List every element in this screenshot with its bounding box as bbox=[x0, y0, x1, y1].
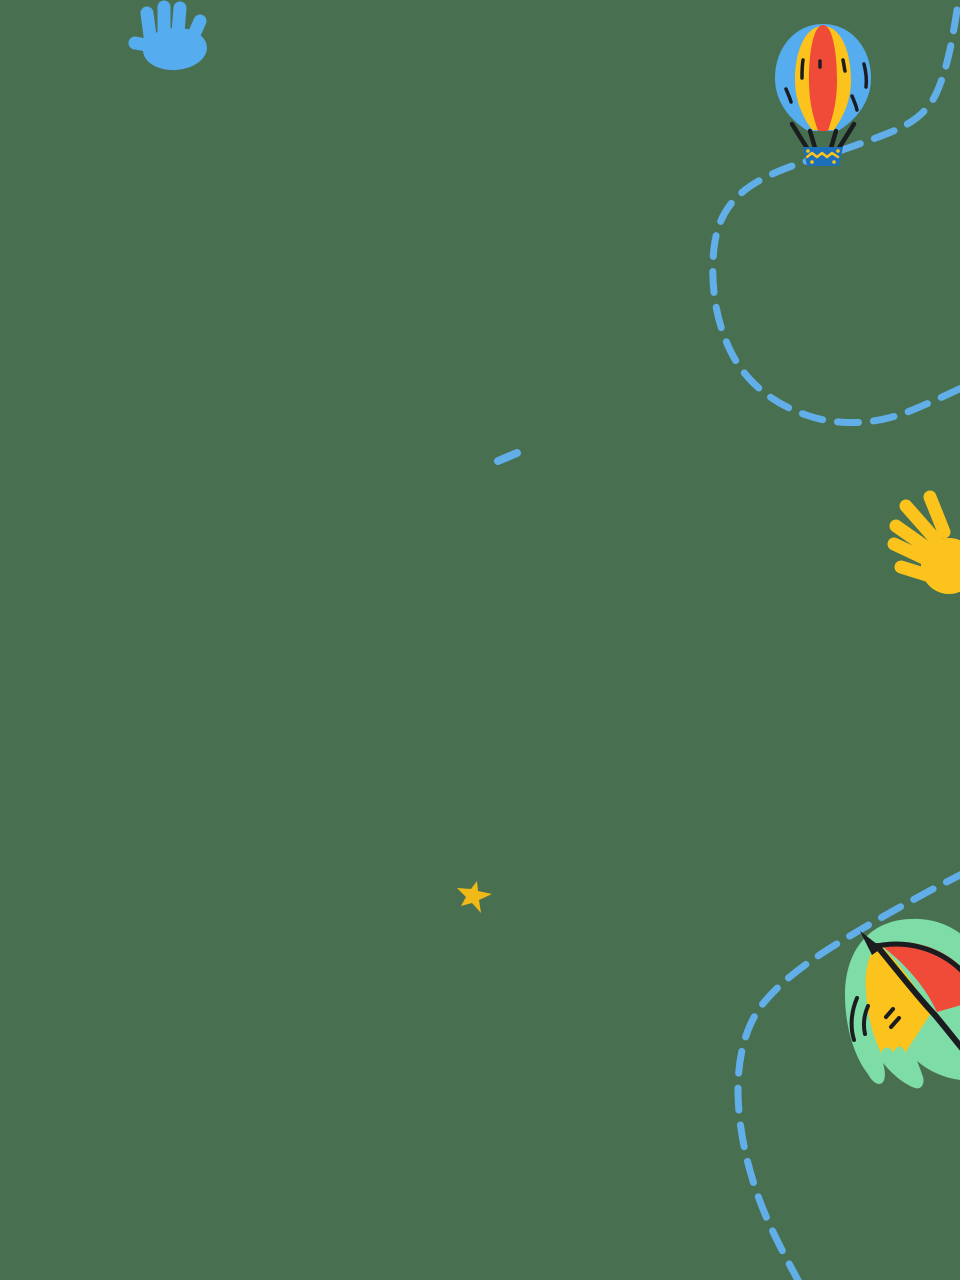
hot-air-balloon-icon bbox=[775, 24, 871, 166]
palm bbox=[921, 538, 960, 594]
basket-zigzag bbox=[805, 151, 840, 159]
balloon-seam-marks bbox=[784, 58, 869, 112]
umbrella-motion-lines bbox=[849, 996, 901, 1042]
umbrella-panel-yellow bbox=[865, 944, 931, 1053]
waving-hand-icon-yellow bbox=[887, 490, 960, 594]
star-sparkle-icon bbox=[457, 881, 492, 913]
route-top-path bbox=[709, 6, 960, 427]
palm bbox=[143, 27, 207, 71]
dash-fragment bbox=[494, 449, 521, 465]
route-bottom-path bbox=[734, 871, 960, 1280]
basket-dots bbox=[806, 149, 840, 164]
balloon-ropes bbox=[789, 121, 857, 151]
waving-hand-icon-blue bbox=[128, 0, 207, 71]
dashed-route-top bbox=[709, 6, 960, 427]
dashed-route-bottom bbox=[734, 871, 960, 1280]
balloon-stripe-red bbox=[809, 25, 837, 131]
umbrella-tip bbox=[860, 931, 882, 955]
umbrella-panel-red bbox=[879, 942, 960, 1012]
umbrella-icon bbox=[845, 919, 960, 1089]
